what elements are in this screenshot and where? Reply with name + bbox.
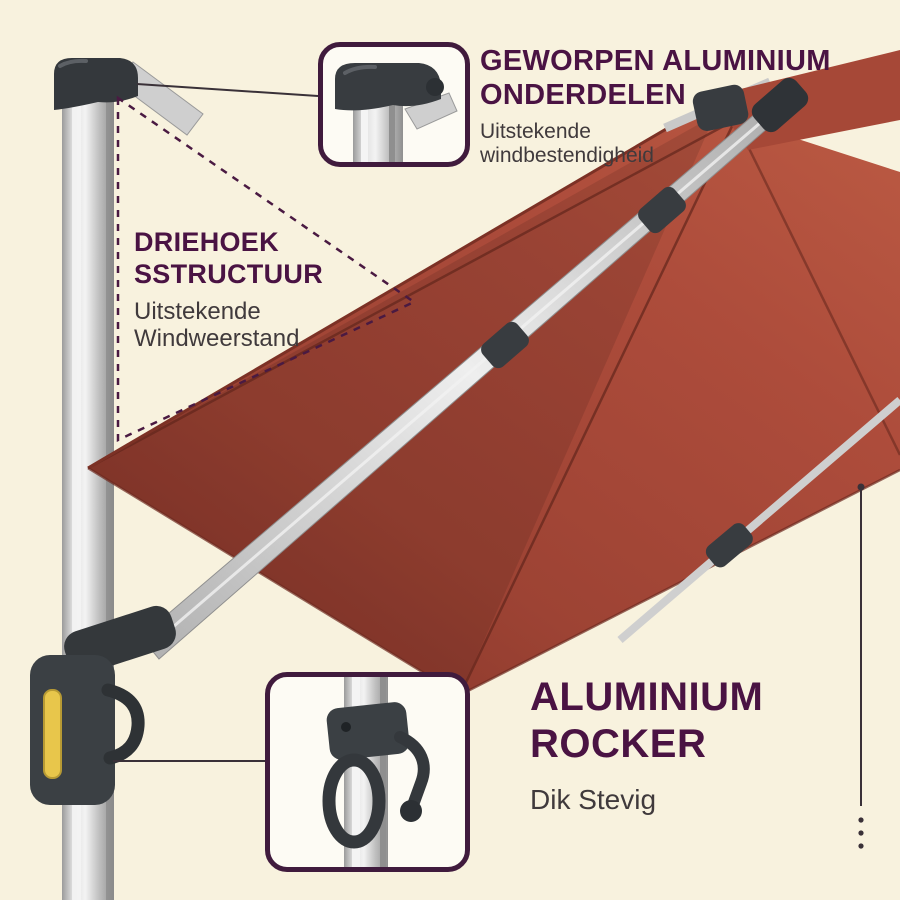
corner-joint-closeup — [335, 63, 458, 162]
closeup-pole-shade — [380, 677, 386, 867]
feature-subtitle: Uitstekende — [480, 120, 591, 143]
pole-highlight — [72, 66, 81, 900]
feature-title: ALUMINIUM — [530, 675, 764, 719]
feature-title: DRIEHOEK — [134, 227, 279, 257]
arm-joint — [638, 186, 686, 234]
closeup-cap-knob — [426, 78, 444, 96]
feature-title: ONDERDELEN — [480, 79, 687, 111]
rocker-callout — [265, 672, 470, 872]
feature-title: GEWORPEN ALUMINIUM — [480, 45, 831, 77]
canopy-rib — [617, 396, 900, 644]
pole-shade — [106, 66, 114, 900]
closeup-loop-handle — [322, 753, 386, 849]
closeup-clamp — [326, 702, 410, 760]
closeup-pole-shade — [389, 99, 395, 162]
closeup-corner-cap — [335, 63, 441, 111]
closeup-crank-arm — [394, 731, 430, 811]
feature-title: SSTRUCTUUR — [134, 259, 323, 289]
feature-subtitle: Dik Stevig — [530, 784, 657, 815]
rocker-closeup — [322, 677, 430, 867]
continuation-dot — [858, 817, 864, 823]
corner-joint-callout — [318, 42, 470, 167]
triangle-structure-outline — [116, 95, 417, 442]
feature-title: ROCKER — [530, 722, 707, 766]
rib-joint — [705, 523, 753, 568]
canopy-fabric — [88, 108, 900, 695]
canopy-crease — [733, 119, 900, 456]
feature-top-label: GEWORPEN ALUMINIUM ONDERDELEN Uitstekend… — [480, 44, 831, 168]
feature-subtitle: Uitstekende — [134, 298, 261, 325]
arm-joint — [481, 321, 529, 369]
closeup-bolt — [341, 722, 351, 732]
rib-bar — [617, 396, 900, 644]
feature-subtitle: Windweerstand — [134, 325, 300, 352]
corner-cap — [54, 58, 138, 110]
vent-cap-joint — [692, 84, 749, 131]
feature-bottom-label: ALUMINIUM ROCKER Dik Stevig — [530, 674, 763, 816]
corner-cap-highlight — [58, 58, 88, 68]
closeup-crank-knob — [400, 800, 422, 822]
arm-hub-joint — [751, 77, 809, 133]
rocker-accent-slot — [43, 689, 62, 779]
closeup-pole-highlight — [352, 677, 360, 867]
arm-highlight — [151, 91, 796, 647]
continuation-dot — [858, 830, 864, 836]
leader-line-top — [136, 83, 319, 97]
canopy-crease — [87, 118, 736, 470]
closeup-cap-highlight — [343, 64, 377, 75]
rocker-hook — [101, 683, 145, 765]
feature-left-label: DRIEHOEK SSTRUCTUUR Uitstekende Windweer… — [134, 226, 323, 352]
continuation-dot — [858, 843, 864, 849]
rocker-bracket — [30, 655, 115, 805]
closeup-pole-highlight — [361, 99, 368, 162]
rocker-handle — [30, 605, 176, 805]
feature-subtitle: windbestendigheid — [480, 144, 654, 167]
leader-lines — [113, 83, 865, 849]
canopy-crease — [458, 119, 737, 696]
support-arm — [140, 77, 809, 660]
